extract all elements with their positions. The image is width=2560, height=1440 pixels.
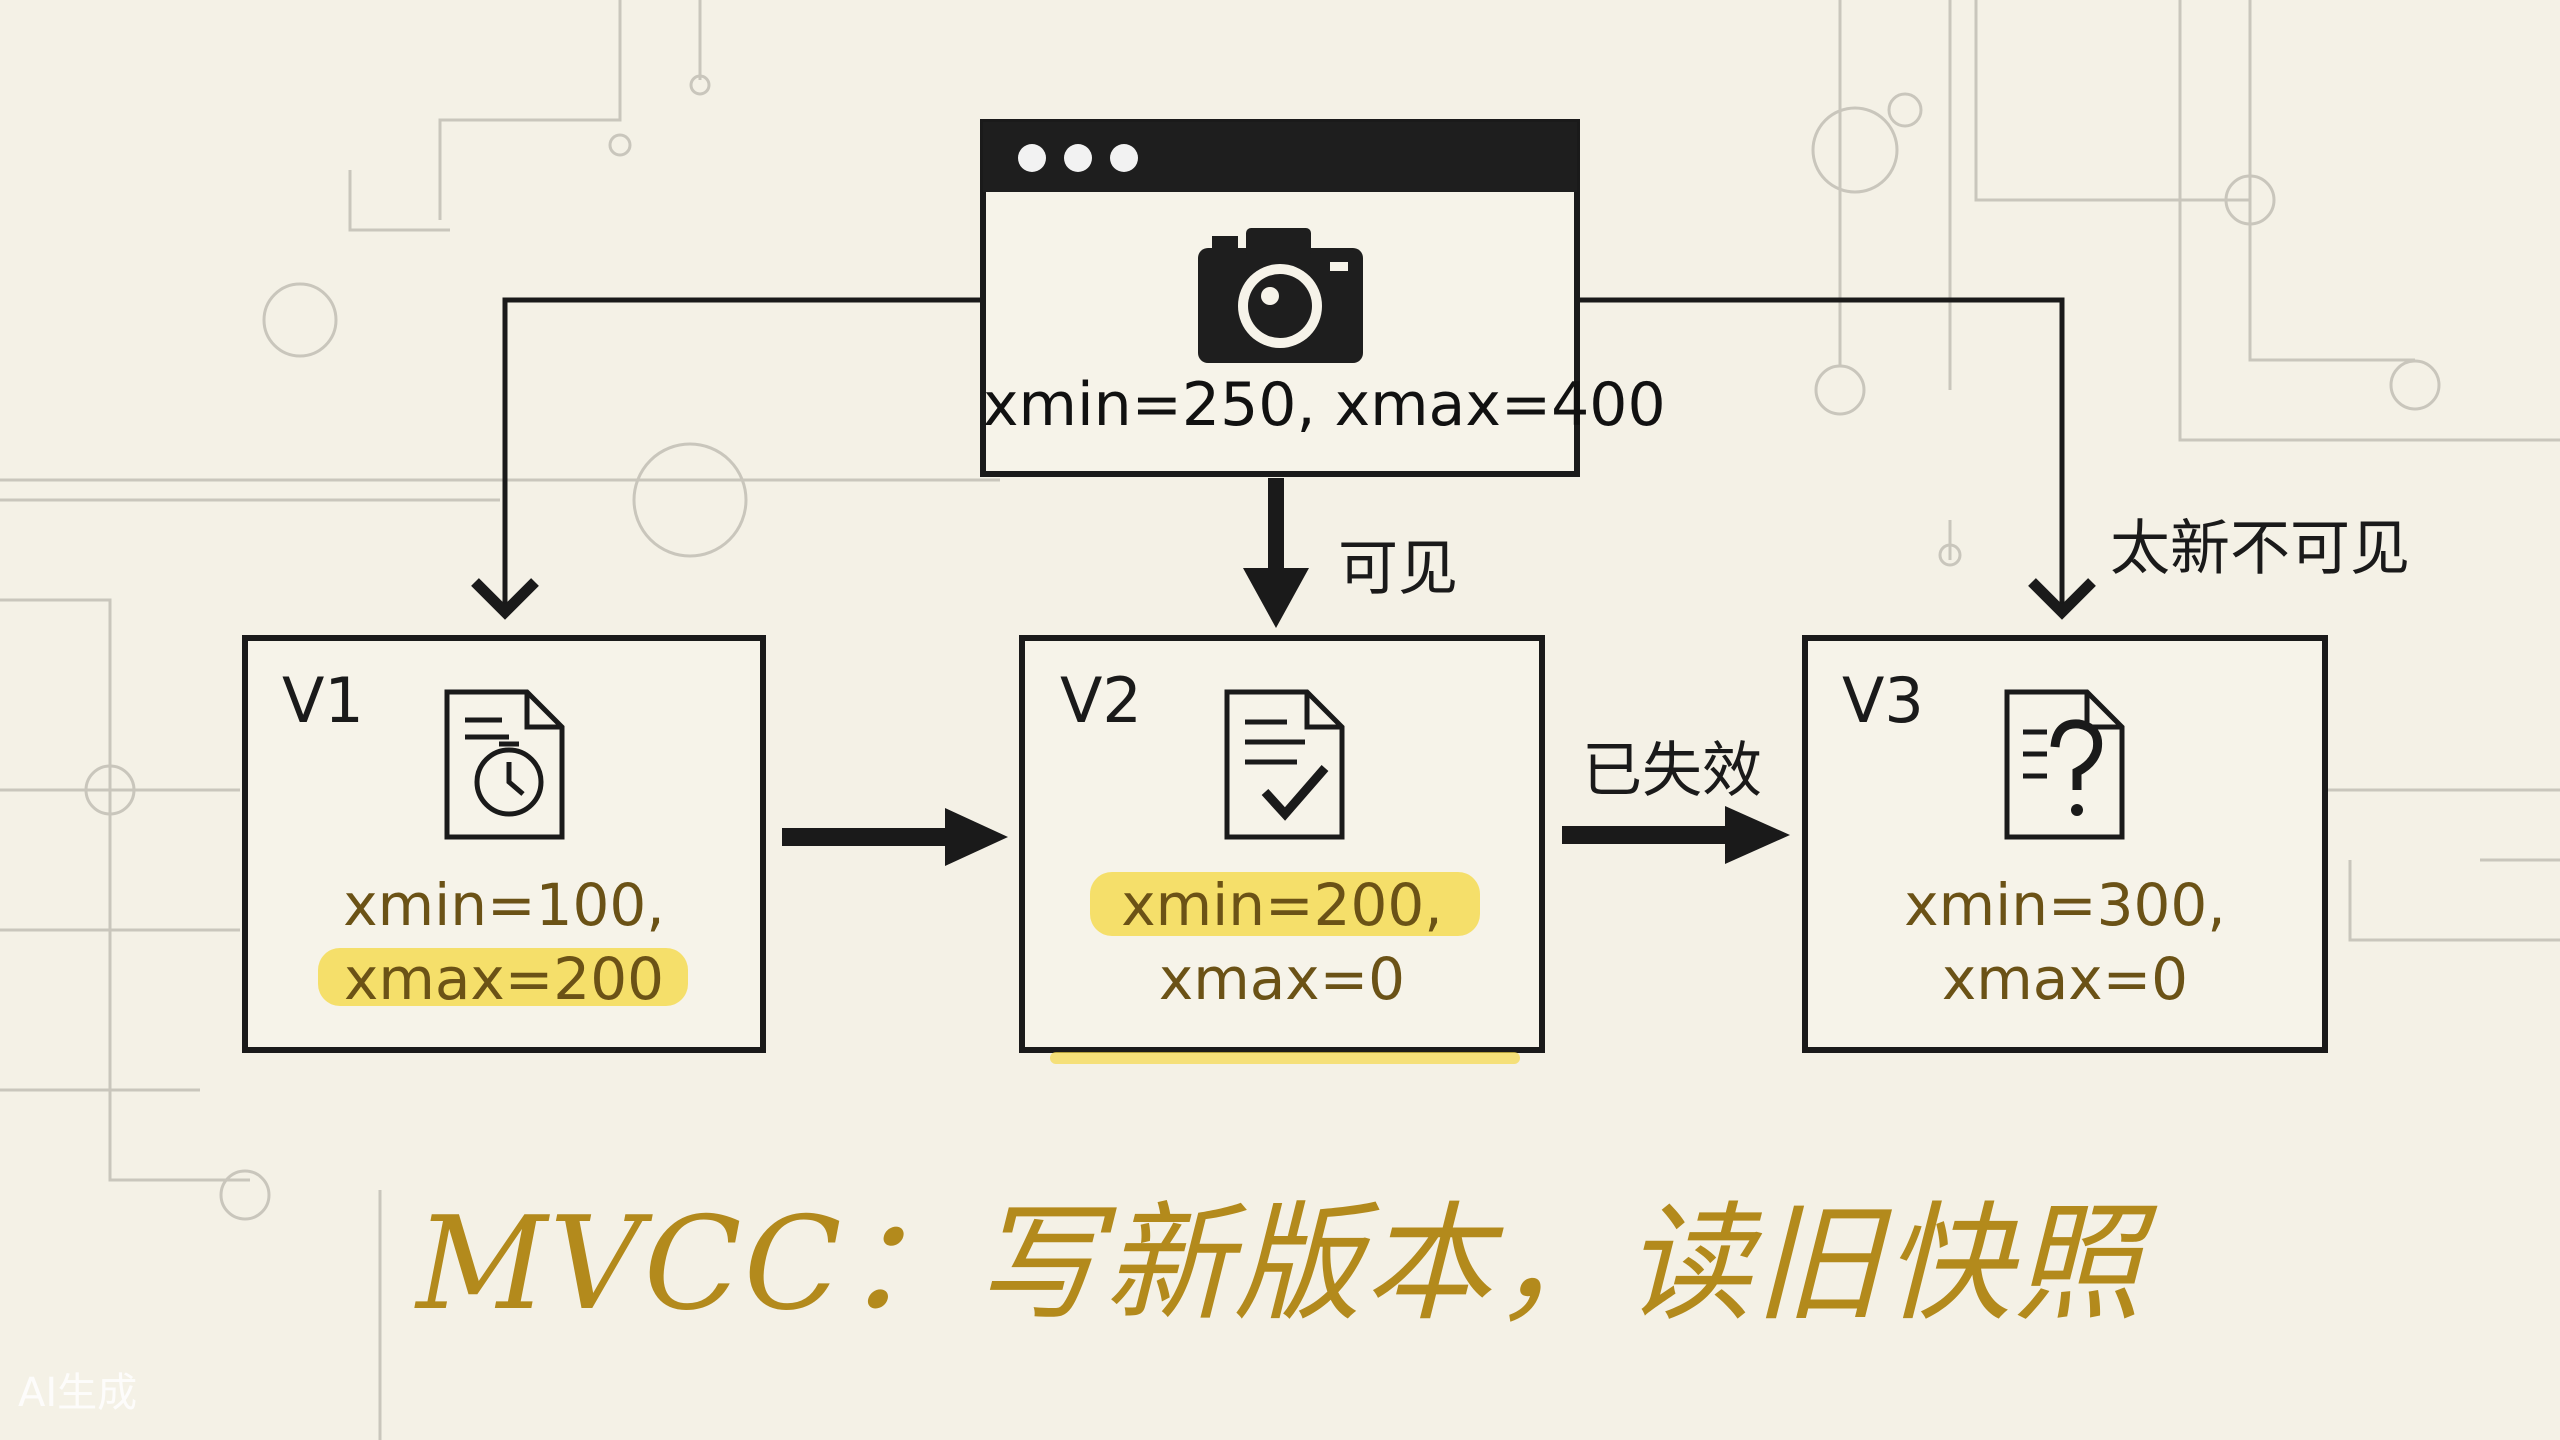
highlight-v2-underline bbox=[1050, 1052, 1520, 1064]
version-v2-xmax: xmax=0 bbox=[1158, 945, 1406, 1013]
version-v3-values: xmin=300, xmax=0 bbox=[1805, 868, 2325, 1016]
window-dot-1 bbox=[1018, 144, 1046, 172]
arrow-snapshot-to-v3 bbox=[1575, 297, 2096, 620]
highlight-v2-xmin bbox=[1090, 872, 1480, 936]
version-v3-xmin: xmin=300, bbox=[1904, 871, 2226, 939]
window-dot-2 bbox=[1064, 144, 1092, 172]
arrow-snapshot-to-v2 bbox=[1243, 478, 1309, 628]
version-v1-values: xmin=100, xmax=200 bbox=[245, 868, 763, 1016]
arrow-v2-to-v3 bbox=[1562, 806, 1790, 864]
version-v2-xmin: xmin=200, bbox=[1121, 871, 1443, 939]
annotation-too-new: 太新不可见 bbox=[2110, 514, 2410, 584]
highlight-v1-xmax bbox=[318, 948, 688, 1006]
version-label-v1: V1 bbox=[282, 664, 364, 737]
version-v3-xmax: xmax=0 bbox=[1941, 945, 2189, 1013]
annotation-visible: 可见 bbox=[1338, 534, 1458, 604]
document-check-icon bbox=[1224, 689, 1345, 840]
diagram-title: MVCC：写新版本，读旧快照 bbox=[416, 1190, 2144, 1339]
ai-generated-watermark: AI生成 bbox=[18, 1370, 138, 1416]
version-v1-xmin: xmin=100, bbox=[343, 871, 665, 939]
arrow-snapshot-to-v1 bbox=[471, 297, 985, 620]
window-dot-3 bbox=[1110, 144, 1138, 172]
document-clock-icon bbox=[444, 689, 565, 840]
document-question-icon bbox=[2004, 689, 2125, 840]
camera-icon bbox=[1198, 228, 1363, 363]
arrow-v1-to-v2 bbox=[782, 808, 1008, 866]
version-v1-xmax: xmax=200 bbox=[344, 945, 664, 1013]
version-v2-values: xmin=200, xmax=0 bbox=[1022, 868, 1542, 1016]
snapshot-values: xmin=250, xmax=400 bbox=[983, 370, 1666, 440]
version-label-v2: V2 bbox=[1060, 664, 1142, 737]
annotation-expired: 已失效 bbox=[1582, 736, 1762, 806]
version-label-v3: V3 bbox=[1842, 664, 1924, 737]
